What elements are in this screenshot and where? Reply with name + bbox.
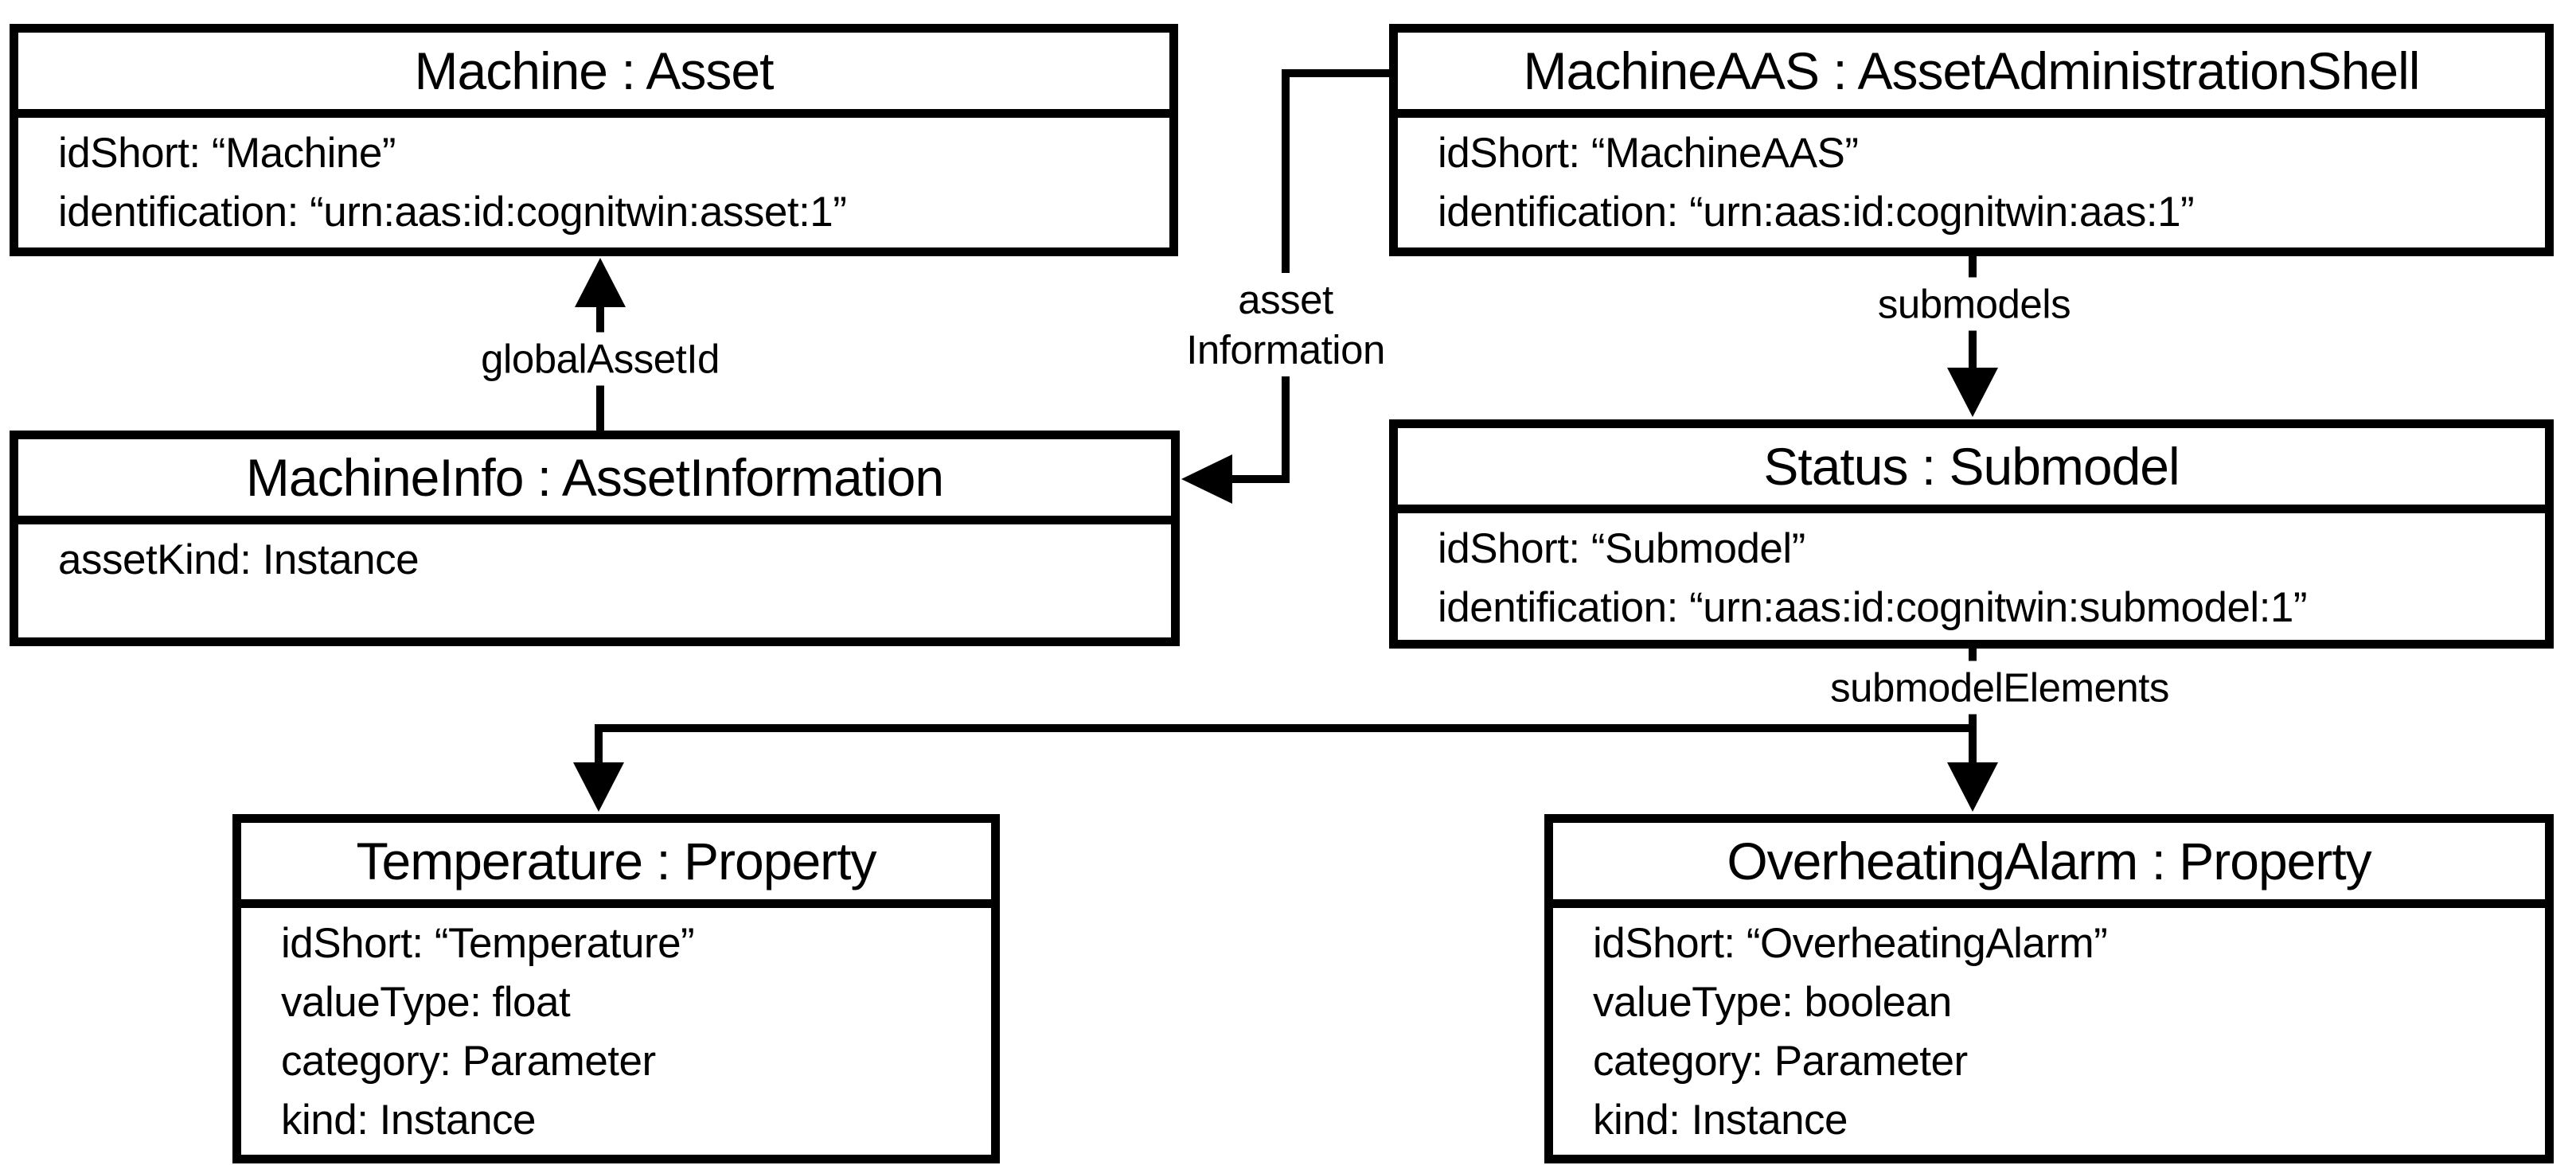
globalAssetId-arrowhead-up-icon [575, 258, 626, 307]
node-machineaas-title: MachineAAS : AssetAdministrationShell [1398, 33, 2545, 118]
node-temperature-attr-category: category: Parameter [281, 1038, 656, 1085]
node-overheatingalarm-attr-idshort: idShort: “OverheatingAlarm” [1593, 920, 2108, 967]
node-temperature-title: Temperature : Property [241, 823, 991, 908]
submodels-arrowhead-down-icon [1947, 368, 1998, 417]
edge-label-assetinformation: asset Information [1175, 273, 1396, 376]
node-status-title: Status : Submodel [1398, 428, 2545, 513]
node-machine-attr-idshort: idShort: “Machine” [58, 130, 396, 177]
node-machineinfo-body: assetKind: Instance [18, 524, 1171, 590]
node-machineinfo-title: MachineInfo : AssetInformation [18, 439, 1171, 524]
node-machine: Machine : Asset idShort: “Machine” ident… [10, 24, 1178, 256]
node-temperature-attr-idshort: idShort: “Temperature” [281, 920, 695, 967]
node-machineinfo-attr-assetkind: assetKind: Instance [58, 536, 420, 583]
node-status-body: idShort: “Submodel” identification: “urn… [1398, 513, 2545, 637]
node-machineaas-attr-identification: identification: “urn:aas:id:cognitwin:aa… [1438, 189, 2195, 236]
node-temperature-attr-valuetype: valueType: float [281, 979, 571, 1026]
node-overheatingalarm-body: idShort: “OverheatingAlarm” valueType: b… [1553, 908, 2545, 1150]
node-temperature: Temperature : Property idShort: “Tempera… [232, 814, 1000, 1163]
node-machineaas: MachineAAS : AssetAdministrationShell id… [1389, 24, 2554, 256]
node-overheatingalarm-title: OverheatingAlarm : Property [1553, 823, 2545, 908]
assetInformation-arrowhead-left-icon [1181, 454, 1232, 504]
node-status-attr-identification: identification: “urn:aas:id:cognitwin:su… [1438, 584, 2308, 631]
node-status: Status : Submodel idShort: “Submodel” id… [1389, 419, 2554, 649]
node-overheatingalarm-attr-category: category: Parameter [1593, 1038, 1968, 1085]
node-status-attr-idshort: idShort: “Submodel” [1438, 525, 1805, 572]
node-machine-title: Machine : Asset [18, 33, 1169, 118]
edge-label-submodelelements: submodelElements [1819, 661, 2180, 715]
submodelElements-arrowhead-right-down-icon [1947, 762, 1998, 812]
edge-label-assetinformation-line2: Information [1186, 327, 1385, 372]
edge-label-assetinformation-line1: asset [1238, 277, 1333, 322]
node-overheatingalarm-attr-kind: kind: Instance [1593, 1097, 1848, 1144]
node-machineaas-attr-idshort: idShort: “MachineAAS” [1438, 130, 1859, 177]
submodelElements-arrows [573, 647, 1998, 812]
edge-label-submodels: submodels [1866, 277, 2082, 331]
node-machine-body: idShort: “Machine” identification: “urn:… [18, 118, 1169, 242]
submodelElements-arrowhead-left-down-icon [573, 762, 624, 812]
node-temperature-body: idShort: “Temperature” valueType: float … [241, 908, 991, 1150]
edge-label-globalassetid: globalAssetId [470, 332, 731, 386]
node-overheatingalarm-attr-valuetype: valueType: boolean [1593, 979, 1952, 1026]
node-temperature-attr-kind: kind: Instance [281, 1097, 537, 1144]
node-machine-attr-identification: identification: “urn:aas:id:cognitwin:as… [58, 189, 847, 236]
node-machineinfo: MachineInfo : AssetInformation assetKind… [10, 431, 1180, 646]
node-overheatingalarm: OverheatingAlarm : Property idShort: “Ov… [1544, 814, 2554, 1163]
node-machineaas-body: idShort: “MachineAAS” identification: “u… [1398, 118, 2545, 242]
